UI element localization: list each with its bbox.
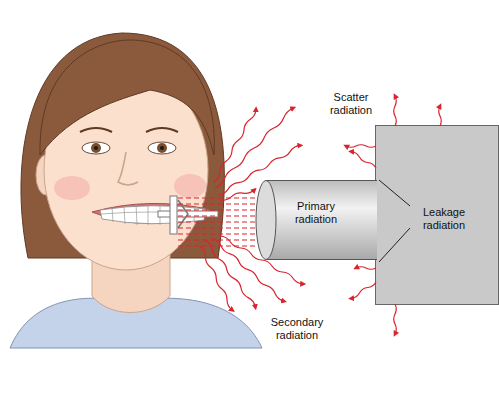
nose	[118, 152, 138, 185]
cone-opening	[256, 181, 276, 260]
x-ray-cone: Primary radiation	[255, 180, 377, 260]
cheek	[174, 174, 206, 198]
node-label: Primary radiation	[277, 200, 355, 225]
scatter-label: Scatter radiation	[316, 91, 386, 116]
cheek	[54, 176, 90, 200]
eyebrow	[80, 128, 112, 132]
iris	[157, 143, 167, 153]
node-text-group: Leakage radiation	[404, 206, 484, 231]
primary-beam	[178, 198, 258, 246]
film-holder-plate	[170, 196, 177, 234]
iris	[91, 143, 101, 153]
tube-head: Leakage radiation	[375, 125, 499, 305]
node-text-group: Primary radiation	[277, 200, 355, 225]
cone-body	[266, 181, 377, 260]
pupil	[160, 146, 164, 150]
eye	[82, 142, 110, 154]
node-label: Leakage radiation	[404, 206, 484, 231]
eyebrow	[146, 128, 178, 132]
secondary-label: Secondary radiation	[258, 316, 336, 341]
bangs	[40, 40, 214, 155]
cone-edge	[266, 181, 377, 260]
pupil	[94, 146, 98, 150]
eye	[148, 142, 176, 154]
